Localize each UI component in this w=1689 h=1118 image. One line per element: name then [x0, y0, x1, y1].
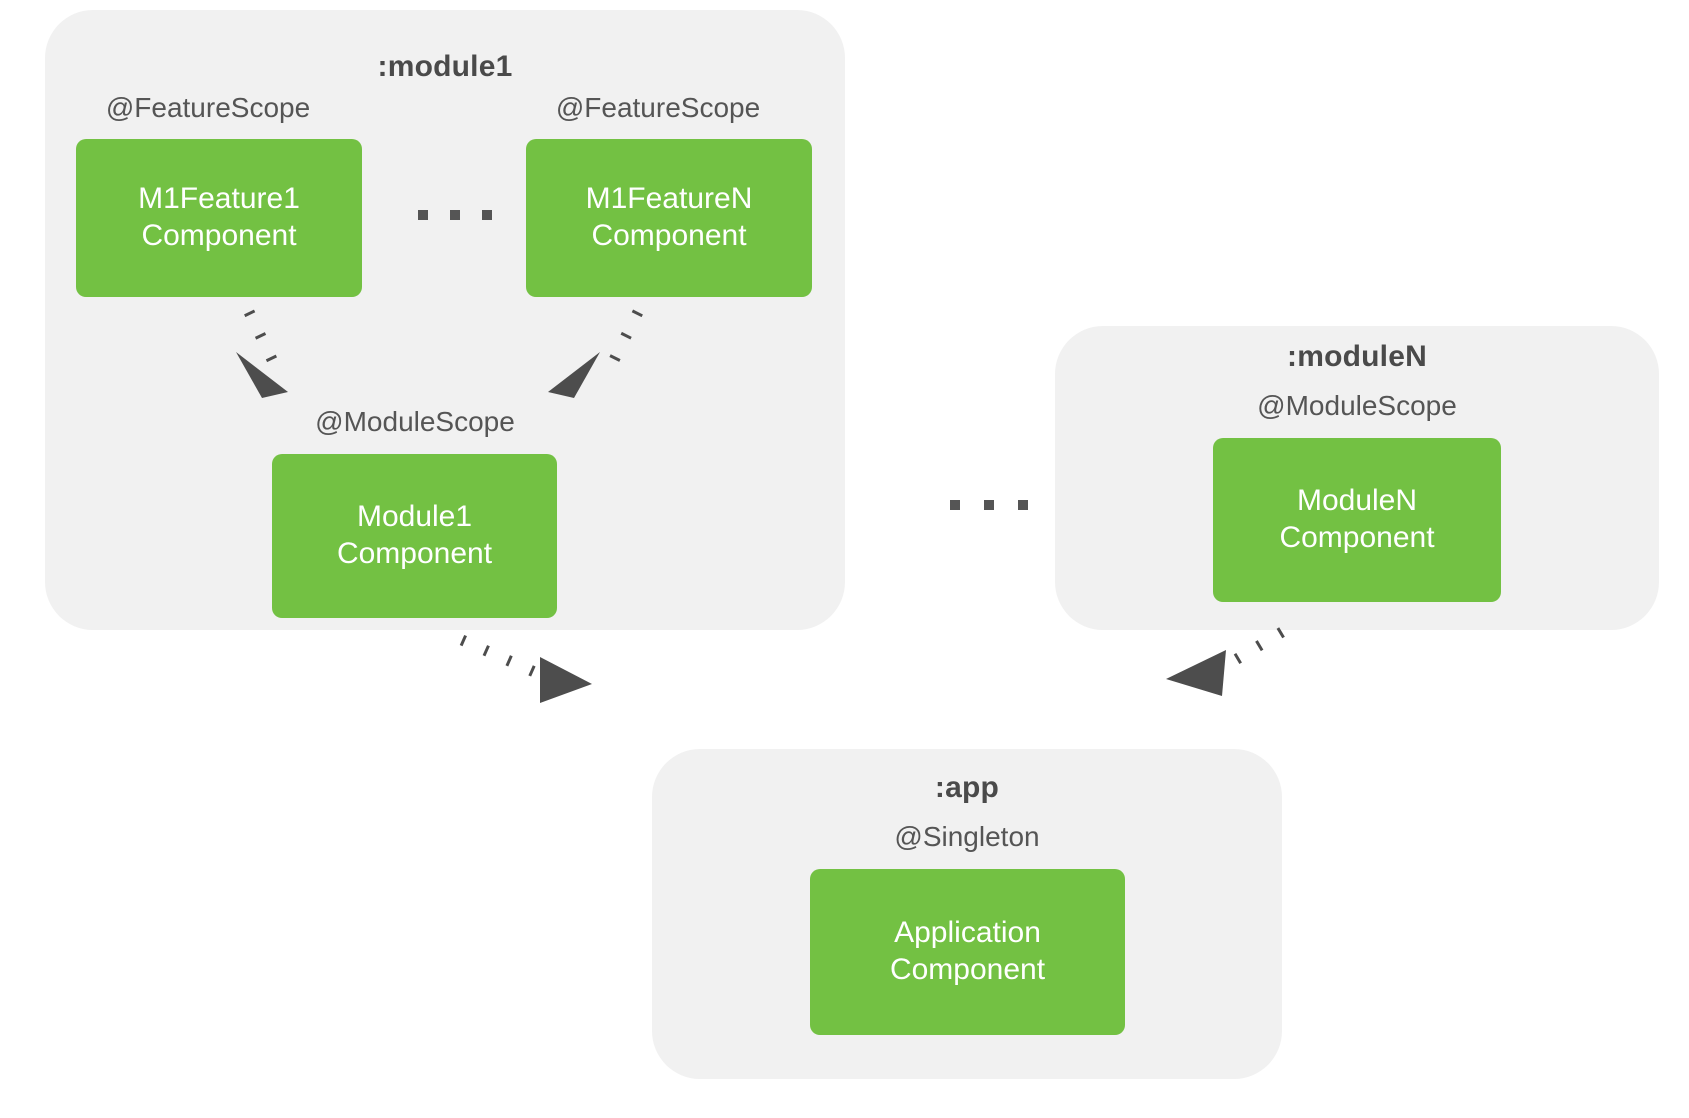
edge-module1-to-application — [459, 634, 592, 703]
module-panel-app: :app @Singleton Application Component — [652, 749, 1282, 1079]
scope-label-modulescope-modulen: @ModuleScope — [1257, 390, 1457, 421]
ellipsis-dot — [984, 500, 994, 510]
ellipsis-modules — [950, 500, 1028, 510]
module-panel-modulen: :moduleN @ModuleScope ModuleN Component — [1055, 326, 1659, 630]
ellipsis-features — [418, 210, 492, 220]
scope-label-featurescope-1: @FeatureScope — [105, 92, 311, 123]
component-m1featuren-line1: M1FeatureN — [585, 182, 753, 216]
component-m1feature1[interactable]: M1Feature1 Component — [76, 139, 362, 297]
component-m1featuren[interactable]: M1FeatureN Component — [526, 139, 812, 297]
module-panel-title-app: :app — [934, 771, 1000, 804]
component-m1feature1-line2: Component — [141, 219, 297, 252]
component-modulen-line2: Component — [1279, 521, 1435, 554]
scope-label-modulescope-module1: @ModuleScope — [315, 406, 515, 437]
module-panel-title-module1: :module1 — [377, 50, 513, 83]
component-application-line2: Component — [889, 953, 1046, 986]
ellipsis-dot — [418, 210, 428, 220]
component-modulen-line1: ModuleN — [1296, 484, 1418, 518]
ellipsis-dot — [1018, 500, 1028, 510]
ellipsis-dot — [482, 210, 492, 220]
component-application[interactable]: Application Component — [810, 869, 1125, 1035]
component-module1[interactable]: Module1 Component — [272, 454, 557, 618]
module-panel-module1: :module1 @FeatureScope M1Feature1 Compon… — [45, 10, 845, 630]
component-application-line1: Application — [894, 916, 1041, 950]
scope-label-featurescope-2: @FeatureScope — [555, 92, 761, 123]
ellipsis-dot — [950, 500, 960, 510]
component-module1-line1: Module1 — [356, 500, 473, 534]
scope-label-singleton: @Singleton — [894, 821, 1040, 852]
component-modulen[interactable]: ModuleN Component — [1213, 438, 1501, 602]
edge-modulen-to-application — [1166, 627, 1285, 696]
component-m1featuren-line2: Component — [591, 219, 747, 252]
component-module1-line2: Component — [336, 537, 493, 570]
component-m1feature1-line1: M1Feature1 — [138, 182, 300, 216]
module-panel-title-modulen: :moduleN — [1287, 340, 1427, 373]
ellipsis-dot — [450, 210, 460, 220]
